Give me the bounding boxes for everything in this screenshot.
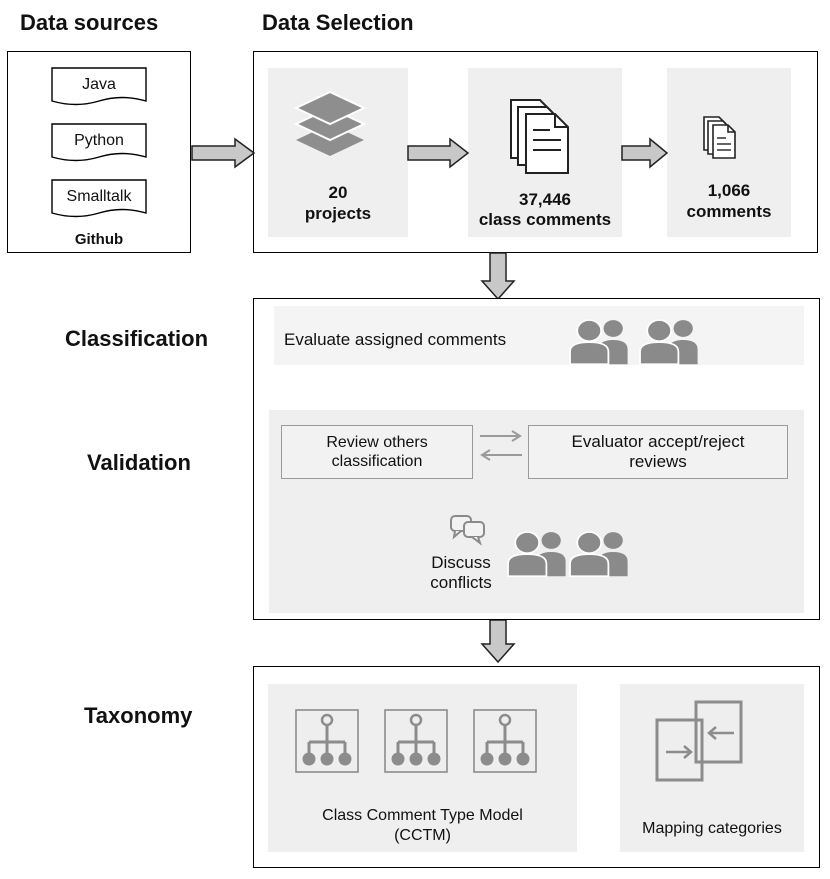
lang-python: Python xyxy=(74,132,124,149)
validation-label: Validation xyxy=(87,450,191,475)
accept-reject-box: Evaluator accept/reject reviews xyxy=(528,425,788,479)
lang-java: Java xyxy=(82,76,116,93)
accept-line1: Evaluator accept/reject xyxy=(571,432,745,451)
lang-smalltalk: Smalltalk xyxy=(66,188,132,205)
data-sources-header: Data sources xyxy=(20,10,159,35)
projects-label: projects xyxy=(304,204,372,223)
data-selection-header: Data Selection xyxy=(262,10,414,35)
class-comments-count: 37,446 xyxy=(519,190,571,209)
discuss-line2: conflicts xyxy=(430,573,492,592)
classification-label: Classification xyxy=(65,326,209,351)
github-label: Github xyxy=(74,231,124,248)
mapping-categories-label: Mapping categories xyxy=(642,820,782,837)
discuss-line1: Discuss xyxy=(431,553,491,572)
review-box: Review others classification xyxy=(281,425,473,479)
taxonomy-label: Taxonomy xyxy=(84,703,193,728)
comments-count: 1,066 xyxy=(707,181,751,200)
cctm-line1: Class Comment Type Model xyxy=(322,807,523,824)
classification-panel xyxy=(274,306,804,365)
accept-line2: reviews xyxy=(629,452,687,471)
comments-label: comments xyxy=(686,202,772,221)
review-line2: classification xyxy=(331,453,423,470)
projects-count: 20 xyxy=(328,183,348,202)
review-line1: Review others xyxy=(326,434,428,451)
class-comments-label: class comments xyxy=(478,210,612,229)
cctm-line2: (CCTM) xyxy=(394,827,451,844)
evaluate-assigned-comments: Evaluate assigned comments xyxy=(284,330,507,349)
